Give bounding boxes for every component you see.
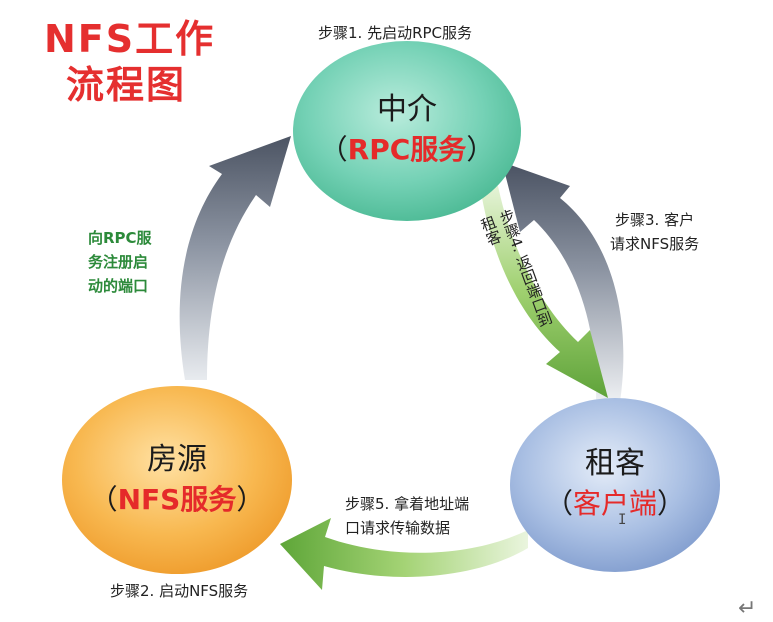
step5-line-1: 步骤5. 拿着地址端 <box>345 495 470 513</box>
broker-node <box>293 41 521 221</box>
tenant-role: （客户端） <box>544 487 686 520</box>
landlord-node-label: 房源 （NFS服务） <box>67 440 287 520</box>
step1-label: 步骤1. 先启动RPC服务 <box>318 24 473 42</box>
step2-label: 步骤2. 启动NFS服务 <box>110 582 249 600</box>
title-line-1: NFS工作 <box>44 17 216 61</box>
text-cursor-icon: I <box>618 512 627 528</box>
landlord-node <box>62 386 292 574</box>
landlord-role: （NFS服务） <box>89 483 265 516</box>
step3-line-2: 请求NFS服务 <box>610 235 700 253</box>
register-note-line-3: 动的端口 <box>88 277 149 295</box>
step5-line-2: 口请求传输数据 <box>345 519 451 537</box>
broker-node-label: 中介 （RPC服务） <box>307 90 507 170</box>
step3-label: 步骤3. 客户 请求NFS服务 <box>610 208 699 256</box>
broker-role: （RPC服务） <box>319 133 495 166</box>
arrow-register-left <box>179 136 291 380</box>
arrow-transfer-data <box>280 518 528 590</box>
arrow-return-port <box>480 186 608 398</box>
tenant-node-label: 租客 （客户端） <box>515 444 715 524</box>
register-note-line-1: 向RPC服 <box>88 229 152 247</box>
step5-label: 步骤5. 拿着地址端 口请求传输数据 <box>345 492 469 540</box>
register-port-note: 向RPC服 务注册启 动的端口 <box>88 226 152 298</box>
tenant-name: 租客 <box>585 446 645 481</box>
tenant-node <box>510 398 720 572</box>
broker-name: 中介 <box>377 92 437 127</box>
step3-line-1: 步骤3. 客户 <box>615 211 695 229</box>
landlord-name: 房源 <box>147 442 207 477</box>
register-note-line-2: 务注册启 <box>88 253 149 271</box>
diagram-title: NFS工作 流程图 <box>44 16 215 108</box>
return-icon: ↵ <box>738 596 757 621</box>
title-line-2: 流程图 <box>66 63 187 107</box>
